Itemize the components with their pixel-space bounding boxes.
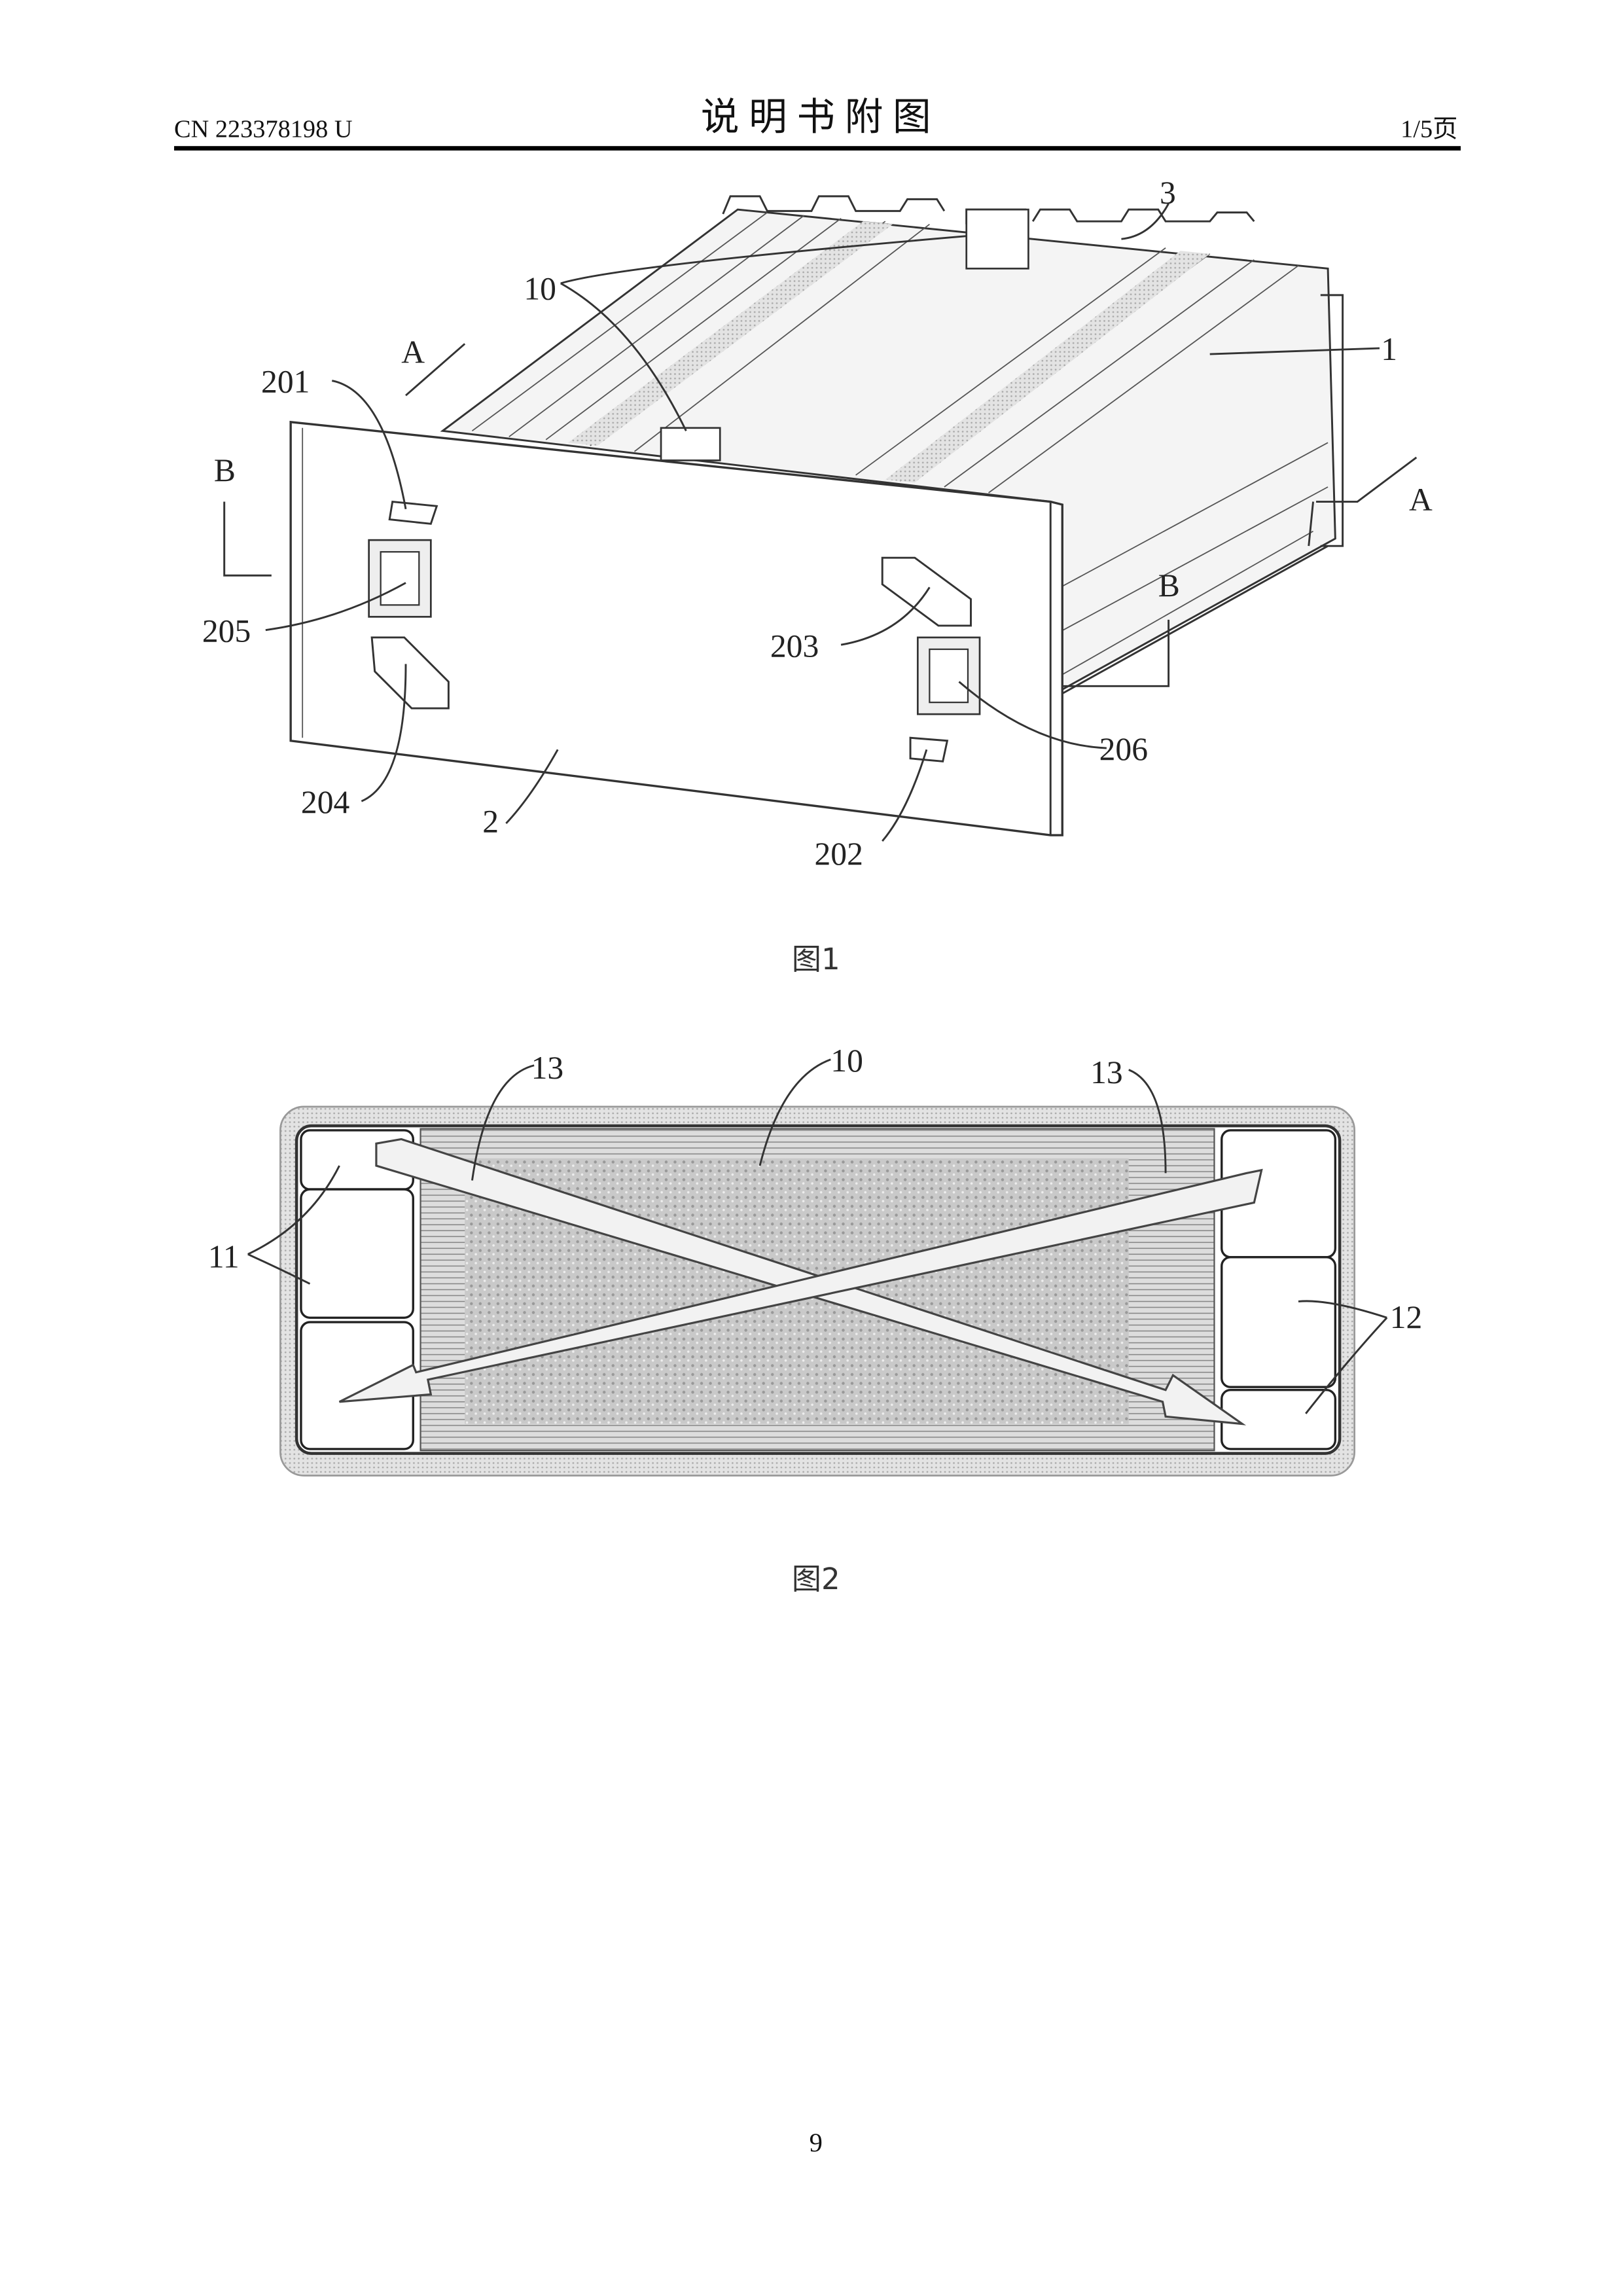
label-10: 10 bbox=[524, 271, 556, 307]
figure-1-caption: 图1 bbox=[792, 942, 840, 977]
page-number: 9 bbox=[810, 2128, 823, 2157]
label-201: 201 bbox=[261, 364, 310, 400]
page-header: CN 223378198 U 说 明 书 附 图 1/5页 bbox=[174, 96, 1461, 151]
label-3: 3 bbox=[1160, 175, 1176, 211]
label-A-right: A bbox=[1409, 482, 1433, 518]
page-count: 1/5页 bbox=[1400, 116, 1457, 143]
label-12: 12 bbox=[1390, 1299, 1423, 1335]
label-B-right: B bbox=[1158, 567, 1180, 603]
label-10: 10 bbox=[830, 1043, 863, 1079]
page-title: 说 明 书 附 图 bbox=[701, 96, 931, 138]
label-204: 204 bbox=[301, 784, 350, 820]
label-202: 202 bbox=[815, 836, 863, 872]
label-B-left: B bbox=[214, 452, 236, 488]
label-206: 206 bbox=[1099, 731, 1148, 767]
label-2: 2 bbox=[482, 804, 499, 840]
label-205: 205 bbox=[202, 613, 251, 649]
figure-2-caption: 图2 bbox=[792, 1562, 840, 1596]
label-1: 1 bbox=[1381, 331, 1397, 367]
label-13-left: 13 bbox=[531, 1050, 564, 1086]
figure-1: 10 3 1 A A 201 B B 205 203 206 204 2 202… bbox=[202, 175, 1433, 977]
label-A-left: A bbox=[401, 334, 425, 370]
header-rule bbox=[174, 146, 1461, 151]
document-number: CN 223378198 U bbox=[174, 116, 352, 143]
label-13-right: 13 bbox=[1090, 1054, 1123, 1090]
label-203: 203 bbox=[770, 628, 819, 664]
label-11: 11 bbox=[208, 1239, 240, 1275]
figure-2: 13 10 13 11 12 图2 bbox=[208, 1043, 1422, 1596]
